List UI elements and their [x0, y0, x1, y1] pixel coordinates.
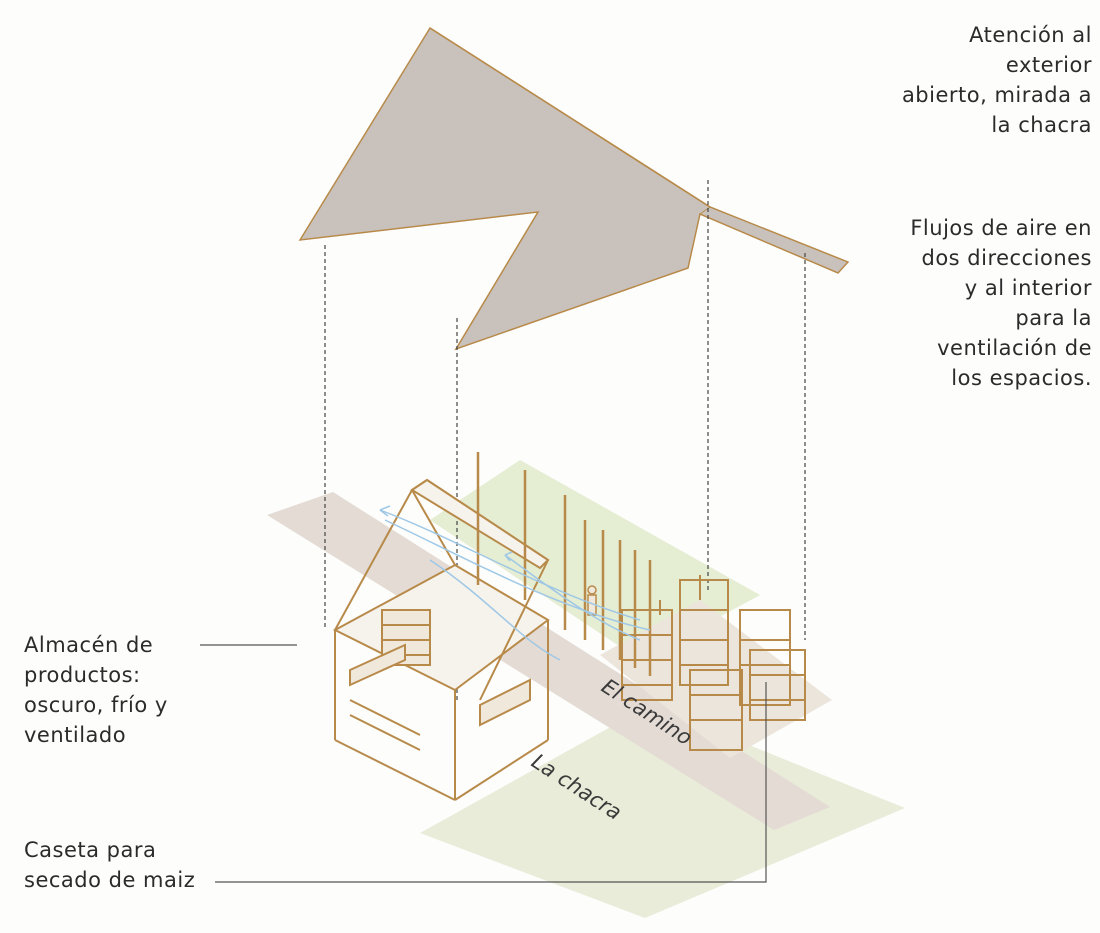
exterior-note-line: la chacra — [991, 113, 1092, 137]
storage-note-line: productos: — [24, 663, 141, 687]
exterior-note-line: Atención al — [969, 23, 1092, 47]
airflow-arrows — [379, 505, 651, 661]
drying-note-line: Caseta para — [24, 838, 157, 862]
green-glow-volume — [430, 460, 760, 660]
leader-lines — [200, 644, 767, 883]
airflow-note-line: los espacios. — [951, 366, 1092, 390]
person-figure — [587, 585, 597, 616]
exterior-note: Atención al exterior abierto, mirada a l… — [902, 20, 1092, 140]
field-plane — [420, 705, 905, 918]
drying-note-line: secado de maiz — [24, 868, 196, 892]
airflow-note-line: dos direcciones — [921, 246, 1092, 270]
airflow-note-line: Flujos de aire en — [910, 216, 1092, 240]
roof — [298, 26, 850, 351]
storage-note-line: oscuro, frío y — [24, 693, 168, 717]
airflow-note-line: para la — [1015, 306, 1092, 330]
airflow-note-line: ventilación de — [937, 336, 1092, 360]
drying-note: Caseta para secado de maiz — [24, 835, 195, 895]
storage-note: Almacén de productos: oscuro, frío y ven… — [24, 630, 168, 750]
airflow-note: Flujos de aire en dos direcciones y al i… — [910, 213, 1092, 393]
exterior-note-line: exterior — [1005, 53, 1092, 77]
exterior-note-line: abierto, mirada a — [901, 83, 1092, 107]
drying-hut — [332, 478, 550, 801]
shelf-frames — [621, 575, 806, 751]
frames-deck — [600, 600, 832, 758]
storage-note-line: Almacén de — [24, 633, 154, 657]
storage-note-line: ventilado — [24, 723, 127, 747]
airflow-note-line: y al interior — [964, 276, 1092, 300]
